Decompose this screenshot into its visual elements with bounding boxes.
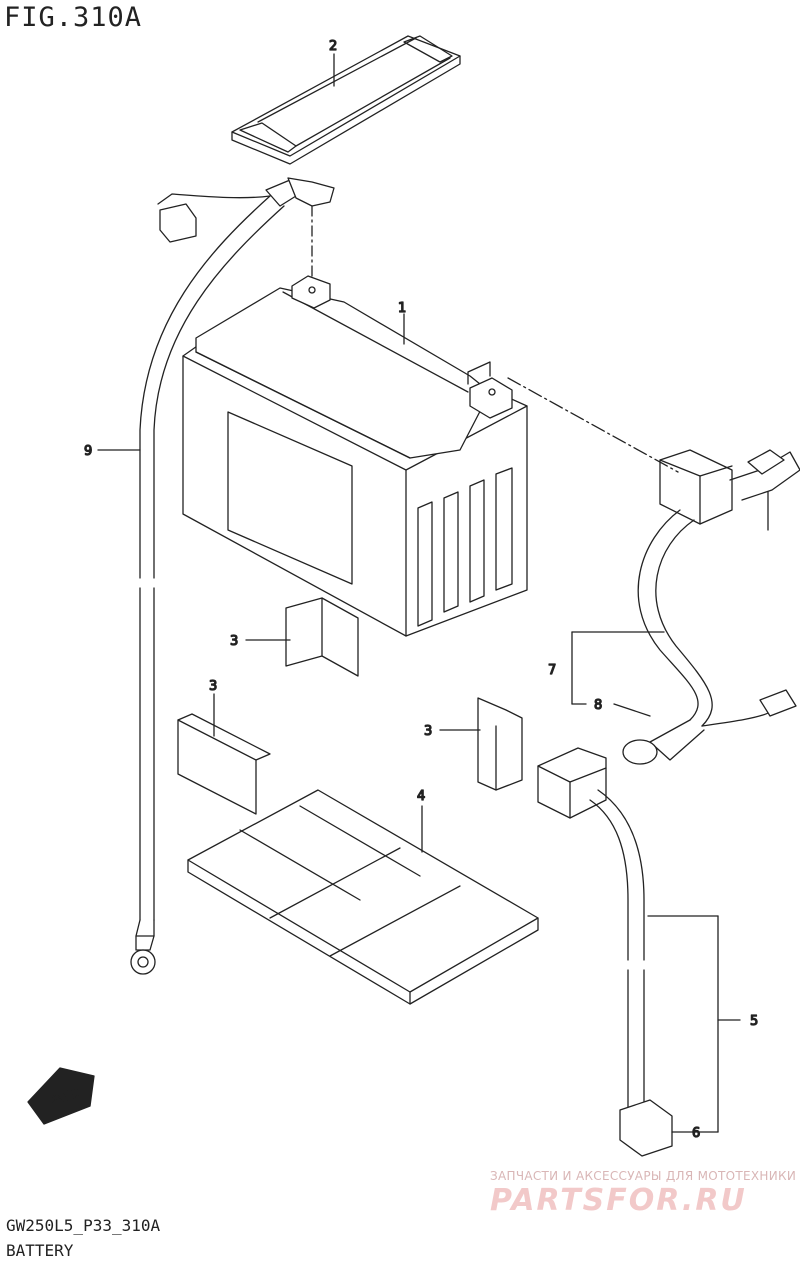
cable-7	[622, 449, 800, 765]
callout-7: 7	[548, 663, 556, 678]
battery-strap	[231, 35, 461, 165]
callout-3a: 3	[230, 634, 238, 649]
pad-3-upper	[285, 597, 359, 677]
callout-8: 8	[594, 698, 602, 713]
pad-3-right	[477, 697, 523, 791]
callout-leaders	[97, 53, 769, 1133]
battery	[182, 275, 528, 637]
watermark-tagline: ЗАПЧАСТИ И АКСЕССУАРЫ ДЛЯ МОТОТЕХНИКИ	[490, 1169, 797, 1183]
pad-3-left	[177, 713, 271, 815]
figure-name: BATTERY	[6, 1241, 74, 1260]
callout-6: 6	[692, 1126, 700, 1141]
callout-3b: 3	[209, 679, 217, 694]
callout-3c: 3	[424, 724, 432, 739]
cable-5	[537, 747, 673, 1157]
figure-title: FIG.310A	[4, 2, 143, 33]
callout-9: 9	[84, 444, 92, 459]
callout-4: 4	[417, 789, 425, 804]
figure-code: GW250L5_P33_310A	[6, 1216, 161, 1235]
fwd-arrow-icon: FWD	[27, 1067, 95, 1125]
callout-1: 1	[398, 301, 406, 316]
cable-9	[130, 177, 335, 975]
callout-2: 2	[329, 39, 337, 54]
callout-5: 5	[750, 1014, 758, 1029]
watermark-logo: PARTSFOR.RU	[490, 1183, 747, 1218]
battery-tray	[187, 789, 539, 1005]
